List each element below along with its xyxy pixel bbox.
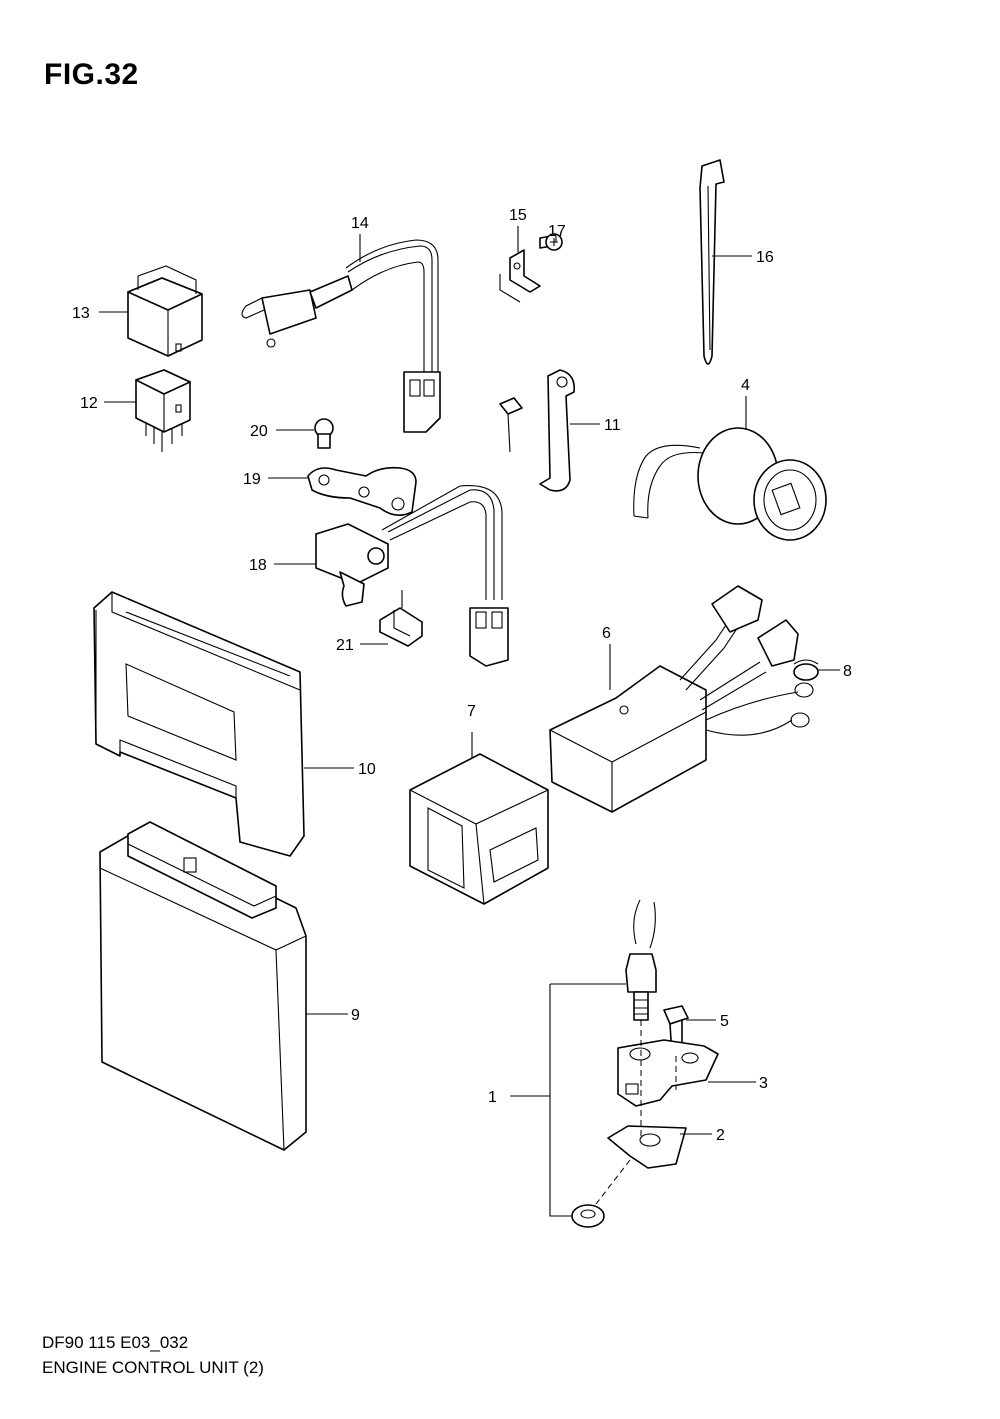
figure-title: FIG.32 bbox=[44, 58, 139, 91]
assembly-lines bbox=[595, 1020, 677, 1205]
part-10-cover bbox=[93, 591, 305, 857]
callout-9: 9 bbox=[351, 1007, 360, 1024]
callout-5: 5 bbox=[720, 1013, 729, 1030]
figure-code: DF90 115 E03_032 bbox=[42, 1333, 189, 1352]
part-12-relay bbox=[135, 369, 191, 452]
callout-11: 11 bbox=[604, 417, 621, 434]
part-17-screw bbox=[539, 233, 563, 251]
figure-name: ENGINE CONTROL UNIT (2) bbox=[42, 1358, 264, 1377]
callout-10: 10 bbox=[358, 761, 376, 778]
callout-3: 3 bbox=[759, 1075, 768, 1092]
part-18-switch-harness bbox=[315, 484, 509, 667]
part-15-bracket bbox=[499, 249, 541, 303]
part-16-cable-tie bbox=[699, 159, 725, 365]
callout-20: 20 bbox=[250, 423, 268, 440]
callout-8: 8 bbox=[843, 663, 852, 680]
callout-14: 14 bbox=[351, 215, 369, 232]
part-19-bracket-plate bbox=[307, 466, 417, 516]
part-20-screw bbox=[314, 418, 334, 449]
callout-4: 4 bbox=[741, 377, 750, 394]
part-8-cap bbox=[793, 659, 819, 681]
part-14-switch-harness bbox=[241, 239, 441, 433]
part-11-clamp bbox=[499, 369, 576, 492]
part-3-bracket bbox=[617, 1039, 719, 1107]
callout-labels: 13 12 14 15 17 16 4 11 20 19 18 21 6 8 7… bbox=[72, 207, 852, 1144]
callout-1: 1 bbox=[488, 1089, 497, 1106]
part-9-ecu bbox=[99, 821, 307, 1151]
part-4-connector bbox=[633, 427, 827, 541]
part-13-relay bbox=[127, 265, 203, 357]
part-2-plate bbox=[607, 1125, 687, 1169]
part-1-sensor bbox=[625, 899, 657, 1021]
callout-15: 15 bbox=[509, 207, 527, 224]
callout-17: 17 bbox=[548, 223, 566, 240]
part-7-box bbox=[409, 753, 549, 905]
callout-16: 16 bbox=[756, 249, 774, 266]
callout-21: 21 bbox=[336, 637, 354, 654]
callout-19: 19 bbox=[243, 471, 261, 488]
part-1-nut bbox=[571, 1204, 605, 1228]
leader-lines bbox=[99, 226, 840, 1217]
callout-18: 18 bbox=[249, 557, 267, 574]
part-21-clip bbox=[379, 590, 423, 647]
callout-13: 13 bbox=[72, 305, 90, 322]
part-6-control-module bbox=[549, 585, 814, 813]
callout-2: 2 bbox=[716, 1127, 725, 1144]
callout-7: 7 bbox=[467, 703, 476, 720]
callout-12: 12 bbox=[80, 395, 98, 412]
callout-6: 6 bbox=[602, 625, 611, 642]
